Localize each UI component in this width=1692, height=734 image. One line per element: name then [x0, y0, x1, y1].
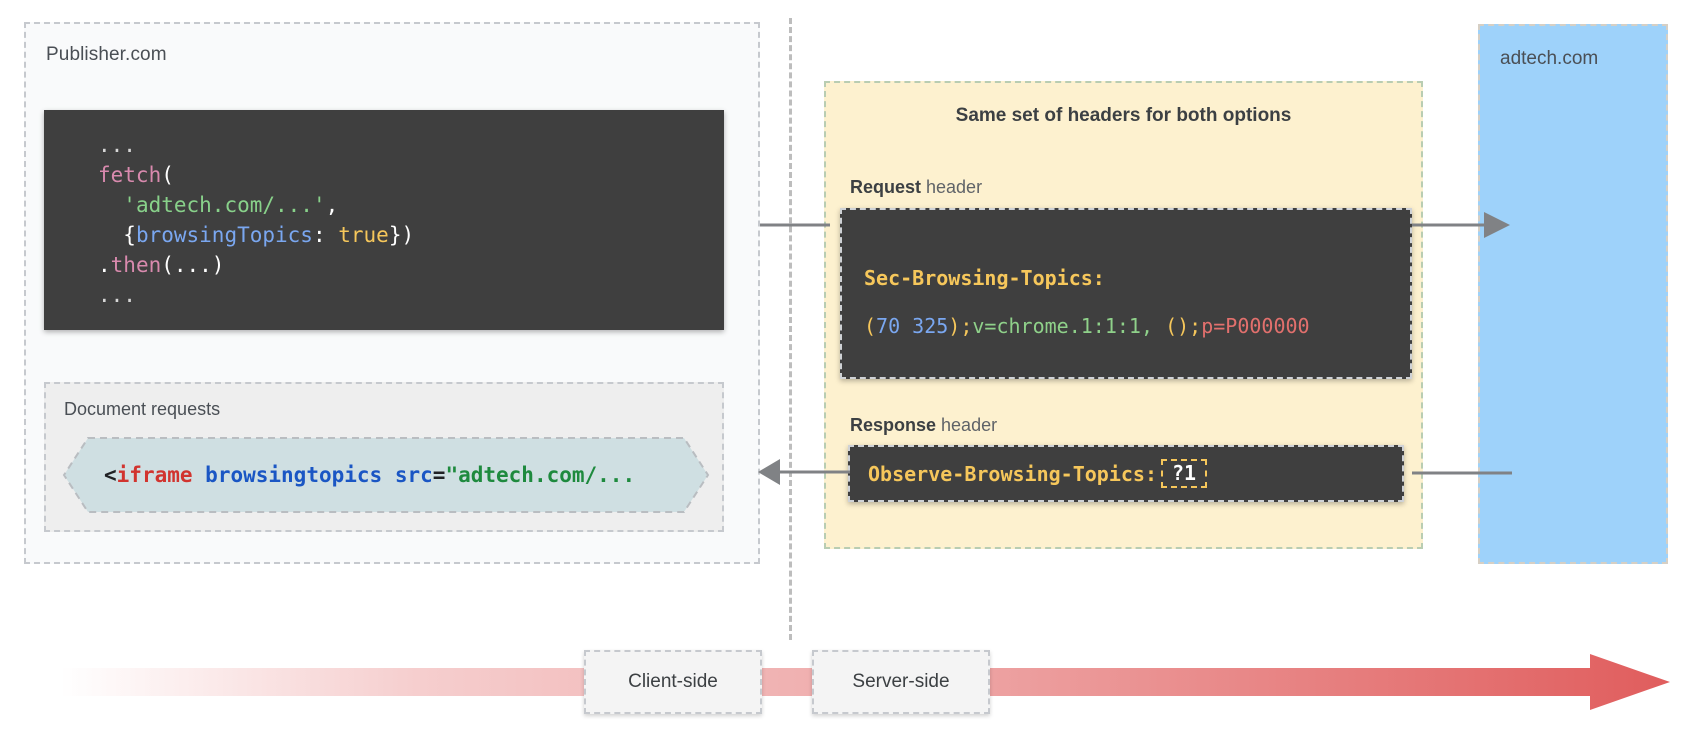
- sec-browsing-topics-header-value: (70 325);v=chrome.1:1:1, ();p=P000000: [864, 314, 1310, 338]
- document-requests-panel: Document requests <iframe browsingtopics…: [44, 382, 724, 532]
- fetch-code-text: ... fetch( 'adtech.com/...', {browsingTo…: [98, 133, 414, 307]
- code-token: iframe: [116, 463, 193, 487]
- code-token: fetch: [98, 163, 162, 187]
- code-token: 'adtech.com/...': [123, 193, 326, 217]
- code-line: 'adtech.com/...',: [98, 193, 338, 217]
- code-token: ;: [960, 314, 973, 338]
- response-header-label-strong: Response: [850, 415, 937, 435]
- fetch-code-block: ... fetch( 'adtech.com/...', {browsingTo…: [44, 110, 724, 330]
- publisher-label: Publisher.com: [46, 44, 167, 65]
- code-token: }): [388, 223, 415, 247]
- headers-panel-title: Same set of headers for both options: [955, 105, 1292, 126]
- code-token: (...): [161, 253, 225, 277]
- chip-shape: [62, 437, 710, 513]
- arrow-publisher-to-request-icon: [760, 223, 830, 227]
- code-token: =: [432, 463, 446, 487]
- request-header-label-rest: header: [921, 177, 983, 197]
- response-header-code-box: Observe-Browsing-Topics:?1: [848, 445, 1404, 502]
- code-token: src: [394, 463, 433, 487]
- observe-browsing-topics-header-value: ?1: [1160, 459, 1208, 488]
- code-token: browsingTopics: [135, 223, 313, 247]
- code-token: browsingtopics: [205, 463, 383, 487]
- code-line: .then(...): [98, 253, 224, 277]
- code-token: [382, 463, 395, 487]
- server-side-pill: Server-side: [812, 650, 990, 714]
- iframe-snippet-chip: <iframe browsingtopics src="adtech.com/.…: [62, 436, 710, 514]
- code-token: (: [864, 314, 877, 338]
- code-line: fetch(: [98, 163, 174, 187]
- code-token: ;: [1189, 314, 1202, 338]
- adtech-label: adtech.com: [1500, 48, 1599, 69]
- arrow-left-to-publisher-icon: [758, 459, 850, 485]
- arrow-adtech-to-response-icon: [1412, 471, 1512, 475]
- code-token: true: [338, 223, 389, 247]
- iframe-code-text: <iframe browsingtopics src="adtech.com/.…: [104, 463, 635, 487]
- code-line: ...: [98, 133, 136, 157]
- code-token: .: [98, 253, 111, 277]
- client-side-label: Client-side: [628, 671, 718, 692]
- arrow-right-to-adtech-icon: [1412, 212, 1510, 238]
- headers-panel: Same set of headers for both options Req…: [824, 81, 1423, 549]
- code-line: {browsingTopics: true}): [98, 223, 414, 247]
- code-token: (: [161, 163, 174, 187]
- code-token: ...: [98, 133, 136, 157]
- client-server-divider: [789, 18, 792, 640]
- request-header-label-strong: Request: [850, 177, 922, 197]
- code-token: "adtech.com/...: [445, 463, 636, 487]
- request-header-code-box: Sec-Browsing-Topics: (70 325);v=chrome.1…: [840, 208, 1412, 379]
- code-token: p=P000000: [1201, 314, 1310, 338]
- client-side-pill: Client-side: [584, 650, 762, 714]
- code-token: ...: [98, 283, 136, 307]
- code-token: ): [948, 314, 961, 338]
- code-token: <: [104, 463, 117, 487]
- code-token: {: [98, 223, 136, 247]
- code-token: [193, 463, 206, 487]
- code-token: v=chrome.1:1:1,: [972, 314, 1154, 338]
- code-token: 70 325: [876, 314, 949, 338]
- adtech-panel: adtech.com: [1478, 24, 1668, 564]
- code-token: (): [1165, 314, 1190, 338]
- response-header-label: Response header: [850, 415, 997, 436]
- code-token: [98, 193, 123, 217]
- server-side-label: Server-side: [852, 671, 950, 692]
- code-token: :: [312, 223, 339, 247]
- code-token: ,: [325, 193, 339, 217]
- code-token: then: [110, 253, 162, 277]
- response-header-label-rest: header: [936, 415, 998, 435]
- document-requests-label: Document requests: [64, 399, 221, 419]
- sec-browsing-topics-header-name: Sec-Browsing-Topics:: [864, 266, 1105, 290]
- request-header-label: Request header: [850, 177, 982, 198]
- code-line: ...: [98, 283, 136, 307]
- code-token: [1153, 314, 1165, 338]
- observe-browsing-topics-header-name: Observe-Browsing-Topics:: [868, 461, 1157, 486]
